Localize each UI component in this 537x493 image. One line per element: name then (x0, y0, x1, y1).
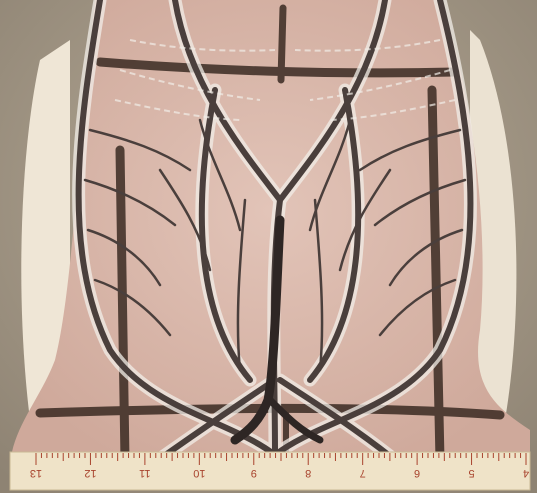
ruler-number: 13 (30, 467, 42, 479)
ruler-number: 11 (139, 467, 150, 479)
ruler-number: 7 (360, 467, 366, 479)
ruler-number: 6 (414, 467, 420, 479)
ruler-number: 10 (193, 467, 205, 479)
ruler: 13 12 11 10 9 8 7 6 5 4 (10, 452, 530, 490)
ruler-number: 8 (305, 467, 311, 479)
ruler-number: 9 (251, 467, 257, 479)
ruler-number: 5 (468, 467, 474, 479)
ruler-number: 4 (523, 467, 529, 479)
ruler-number: 12 (84, 467, 96, 479)
